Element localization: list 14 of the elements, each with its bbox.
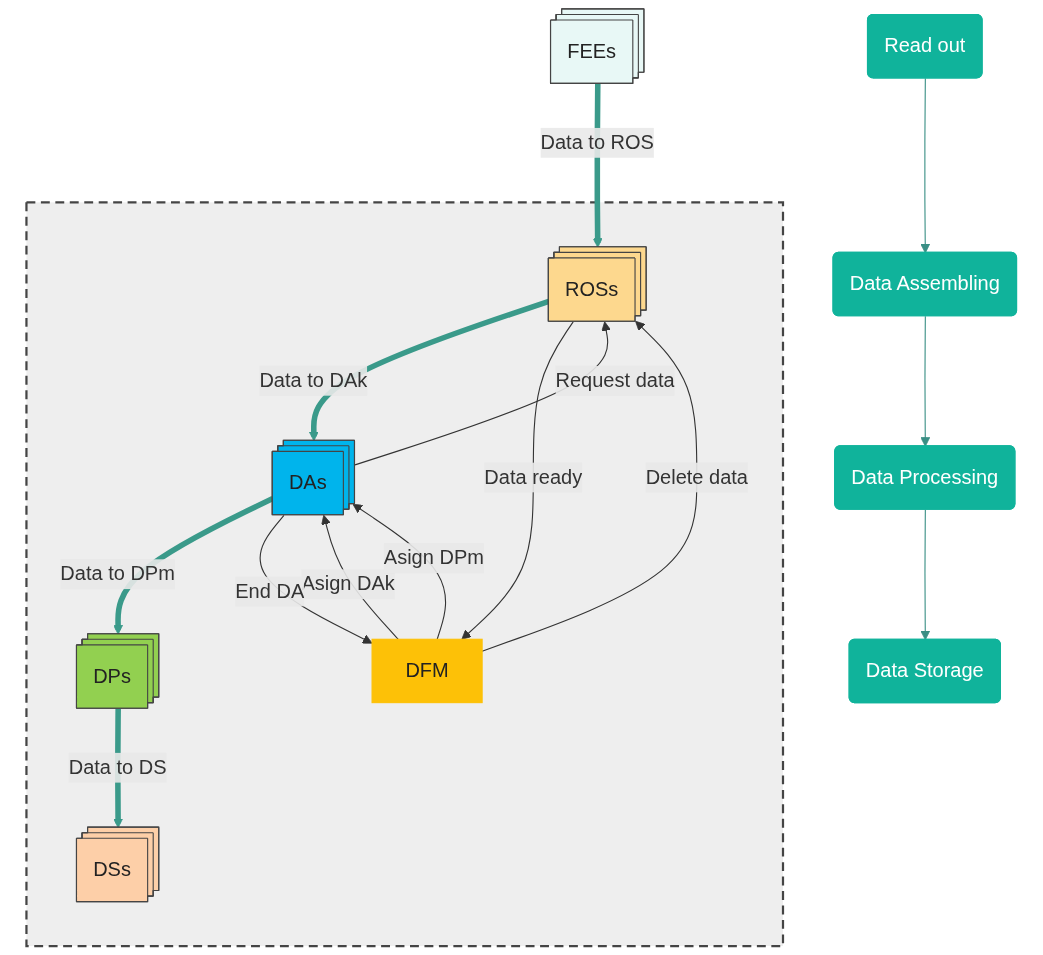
arrow — [920, 509, 931, 641]
edge-label: Data to DAk — [259, 369, 368, 392]
arrow — [920, 315, 931, 447]
edge-label: Request data — [555, 369, 675, 392]
edge-label: Delete data — [645, 465, 748, 489]
edge-label: Data to DS — [68, 756, 167, 779]
edge-label: Data ready — [484, 465, 583, 489]
edge-label: Asign DPm — [383, 546, 484, 569]
edge-label: Data to ROS — [540, 131, 654, 154]
arrow — [461, 321, 574, 640]
cluster — [25, 201, 785, 948]
arrow — [920, 77, 931, 254]
node-box: DFM — [371, 638, 483, 704]
edge-label: Data to DPm — [60, 562, 175, 585]
